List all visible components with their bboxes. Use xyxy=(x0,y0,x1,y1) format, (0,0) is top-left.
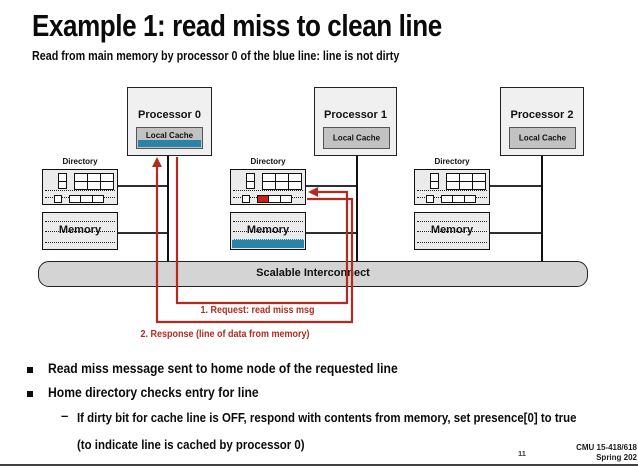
processor2-box: Processor 2 Local Cache xyxy=(500,87,584,156)
entry-dirty-bit-cell xyxy=(426,195,434,203)
request-annotation: 1. Request: read miss msg xyxy=(200,305,315,316)
node1-memory-box: Memory xyxy=(230,212,306,250)
dirty-bit-cell xyxy=(430,173,439,189)
node2-memory-label: Memory xyxy=(430,224,474,236)
entry-presence-cells xyxy=(441,195,476,203)
course-footer: CMU 15-418/618 Spring 202 xyxy=(576,443,637,463)
sub-bullet-line-2: (to indicate line is cached by processor… xyxy=(77,437,305,452)
dirty-bit-cell xyxy=(246,173,255,189)
node1-memory-label: Memory xyxy=(246,224,290,236)
node1-directory-label: Directory xyxy=(250,157,286,166)
node1-memory-blue-line xyxy=(232,239,304,248)
request-arrowhead xyxy=(308,187,318,197)
processor0-cache-label: Local Cache xyxy=(145,131,194,140)
processor1-label: Processor 1 xyxy=(324,109,387,121)
processor0-local-cache: Local Cache xyxy=(136,127,203,149)
course-term: Spring 202 xyxy=(596,453,637,462)
entry-presence-cells xyxy=(257,195,292,203)
page-subtitle: Read from main memory by processor 0 of … xyxy=(32,49,400,63)
node2-directory-box: ··· xyxy=(414,169,490,205)
entry-presence-cells xyxy=(69,195,104,203)
node0-directory-box: ··· xyxy=(42,169,118,205)
processor2-local-cache: Local Cache xyxy=(509,127,576,149)
node0-directory-label: Directory xyxy=(62,157,98,166)
node1-directory-box: ··· xyxy=(230,169,306,205)
page-number: 11 xyxy=(518,449,526,458)
scalable-interconnect-bar: Scalable Interconnect xyxy=(38,261,588,287)
ellipsis-dots: ··· xyxy=(75,187,85,194)
processor1-cache-label: Local Cache xyxy=(332,133,381,143)
response-annotation: 2. Response (line of data from memory) xyxy=(140,329,310,340)
course-id: CMU 15-418/618 xyxy=(576,443,637,452)
page-title: Example 1: read miss to clean line xyxy=(32,8,442,43)
sub-bullet-dash: – xyxy=(61,408,69,423)
bullet-square xyxy=(27,367,33,373)
node0-memory-label: Memory xyxy=(58,224,102,236)
node2-directory-label: Directory xyxy=(434,157,470,166)
entry-dirty-bit-cell xyxy=(54,195,62,203)
processor2-label: Processor 2 xyxy=(510,109,574,121)
bullet-square xyxy=(27,391,33,397)
bottom-edge-rule xyxy=(0,464,638,466)
response-arrowhead xyxy=(152,157,162,167)
processor1-local-cache: Local Cache xyxy=(323,127,390,149)
node0-memory-box: Memory xyxy=(42,212,118,250)
sub-bullet-line-1: If dirty bit for cache line is OFF, resp… xyxy=(77,410,577,425)
processor0-cached-blue-line xyxy=(138,140,201,147)
node2-memory-box: Memory xyxy=(414,212,490,250)
processor0-label: Processor 0 xyxy=(138,109,201,121)
entry-dirty-bit-cell xyxy=(242,195,250,203)
bullet-item-2: Home directory checks entry for line xyxy=(48,385,259,400)
dirty-bit-cell xyxy=(58,173,67,189)
processor0-box: Processor 0 Local Cache xyxy=(127,87,212,156)
ellipsis-dots: ··· xyxy=(263,187,273,194)
bullet-item-1: Read miss message sent to home node of t… xyxy=(48,361,398,376)
processor2-cache-label: Local Cache xyxy=(518,133,567,143)
presence-bits-grid xyxy=(73,172,114,190)
ellipsis-dots: ··· xyxy=(447,187,457,194)
processor1-box: Processor 1 Local Cache xyxy=(314,87,397,156)
